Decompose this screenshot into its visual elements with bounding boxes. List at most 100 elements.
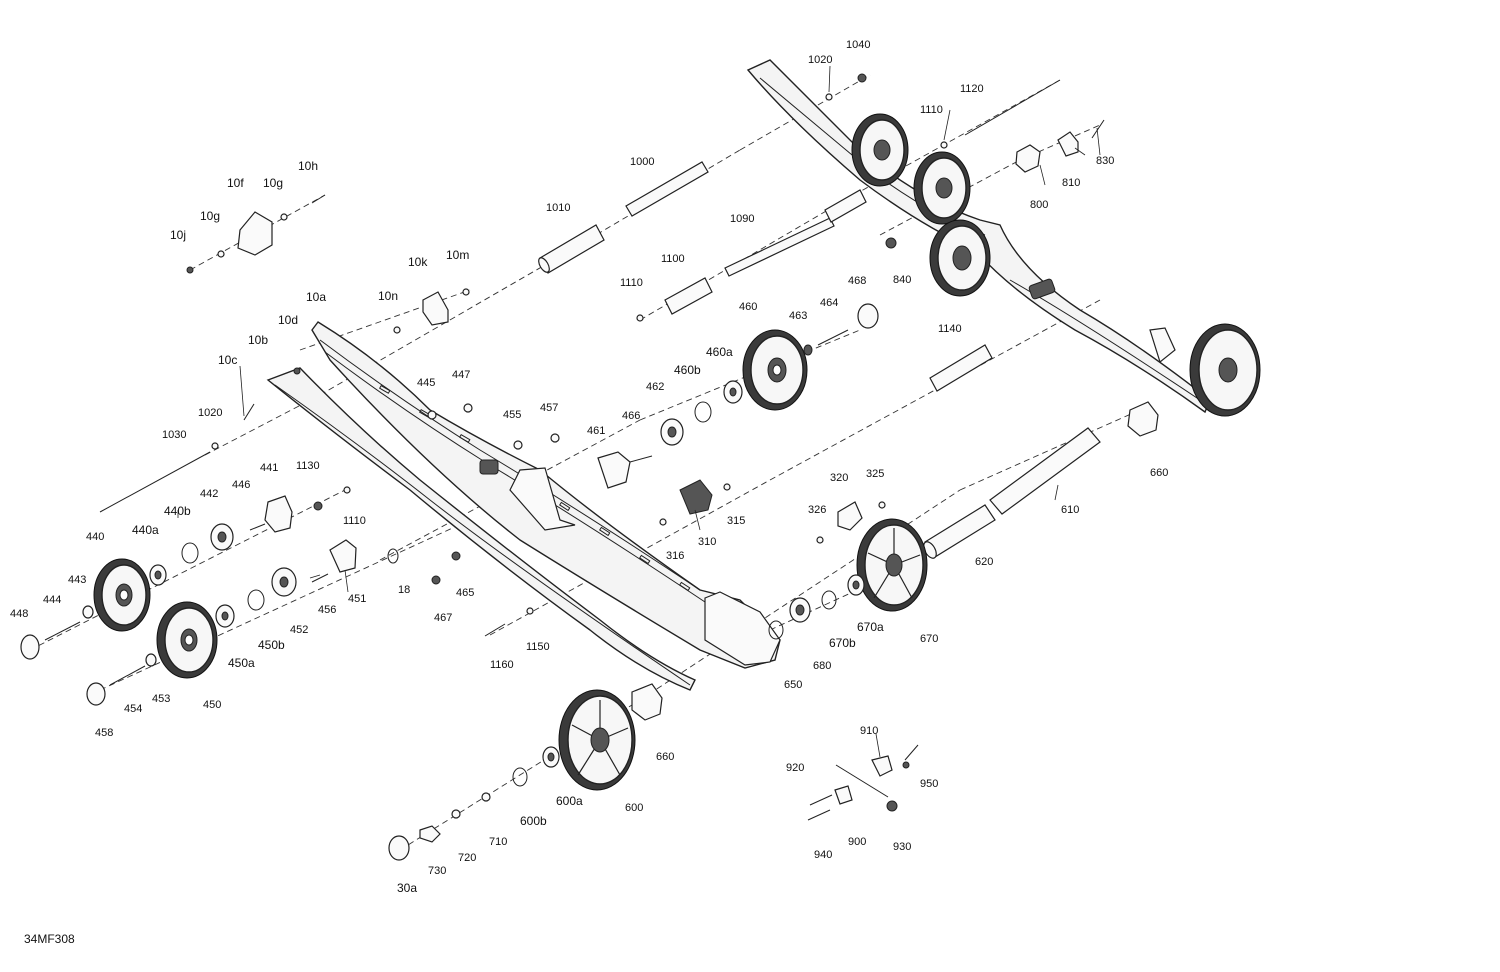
label-448: 448 (10, 608, 28, 620)
label-800: 800 (1030, 199, 1048, 211)
label-440a: 440a (132, 523, 159, 537)
diagram-id: 34MF308 (24, 932, 75, 946)
label-840: 840 (893, 274, 911, 286)
label-730: 730 (428, 865, 446, 877)
label-600b: 600b (520, 814, 547, 828)
label-444: 444 (43, 594, 61, 606)
label-10m: 10m (446, 248, 469, 262)
label-10f: 10f (227, 176, 244, 190)
label-10h: 10h (298, 159, 318, 173)
label-451: 451 (348, 593, 366, 605)
label-10c: 10c (218, 353, 237, 367)
label-1020-b: 1020 (198, 407, 222, 419)
label-450a: 450a (228, 656, 255, 670)
label-660-b: 660 (656, 751, 674, 763)
label-452: 452 (290, 624, 308, 636)
label-1020: 1020 (808, 54, 832, 66)
label-455: 455 (503, 409, 521, 421)
label-461: 461 (587, 425, 605, 437)
label-950: 950 (920, 778, 938, 790)
label-18: 18 (398, 584, 410, 596)
label-680: 680 (813, 660, 831, 672)
label-10n: 10n (378, 289, 398, 303)
label-454: 454 (124, 703, 142, 715)
label-1150: 1150 (526, 641, 550, 653)
label-467: 467 (434, 612, 452, 624)
label-920: 920 (786, 762, 804, 774)
shafts (99, 79, 1101, 559)
label-316: 316 (666, 550, 684, 562)
label-456: 456 (318, 604, 336, 616)
wheel-670 (856, 518, 928, 612)
label-10k: 10k (408, 255, 428, 269)
label-710: 710 (489, 836, 507, 848)
hardware (20, 73, 1159, 861)
label-460b: 460b (674, 363, 701, 377)
label-1160: 1160 (490, 659, 514, 671)
label-326: 326 (808, 504, 826, 516)
label-670b: 670b (829, 636, 856, 650)
label-1100: 1100 (661, 253, 685, 265)
label-441: 441 (260, 462, 278, 474)
wheel-440 (93, 558, 151, 632)
label-900: 900 (848, 836, 866, 848)
label-465: 465 (456, 587, 474, 599)
label-320: 320 (830, 472, 848, 484)
label-10g: 10g (263, 176, 283, 190)
label-610: 610 (1061, 504, 1079, 516)
wheel-rear-upper-2 (913, 151, 971, 225)
label-443: 443 (68, 574, 86, 586)
label-600a: 600a (556, 794, 583, 808)
label-660: 660 (1150, 467, 1168, 479)
label-1040: 1040 (846, 39, 870, 51)
label-1140: 1140 (938, 323, 962, 335)
label-30a: 30a (397, 881, 417, 895)
label-450b: 450b (258, 638, 285, 652)
label-440: 440 (86, 531, 104, 543)
label-670a: 670a (857, 620, 884, 634)
label-450: 450 (203, 699, 221, 711)
label-315: 315 (727, 515, 745, 527)
label-10a: 10a (306, 290, 326, 304)
wheel-450 (156, 601, 218, 679)
label-457: 457 (540, 402, 558, 414)
label-600: 600 (625, 802, 643, 814)
tensioner-subassembly (807, 744, 919, 821)
rail-slots (378, 384, 691, 592)
wheels (93, 113, 1261, 791)
label-310: 310 (698, 536, 716, 548)
label-10d: 10d (278, 313, 298, 327)
wheel-rear-middle (929, 219, 991, 297)
label-460: 460 (739, 301, 757, 313)
label-1010: 1010 (546, 202, 570, 214)
label-458: 458 (95, 727, 113, 739)
label-1110-c: 1110 (343, 515, 366, 527)
label-460a: 460a (706, 345, 733, 359)
label-1090: 1090 (730, 213, 754, 225)
wheel-rear-upper-1 (851, 113, 909, 187)
slide-10b (266, 367, 696, 691)
label-650: 650 (784, 679, 802, 691)
label-1130: 1130 (296, 460, 320, 472)
label-670: 670 (920, 633, 938, 645)
label-1120: 1120 (960, 83, 984, 95)
wheel-600 (558, 689, 636, 791)
label-10j: 10j (170, 228, 186, 242)
part-labels: 1040 1020 1120 1110 830 810 800 840 10h … (10, 39, 1168, 895)
label-468: 468 (848, 275, 866, 287)
label-910: 910 (860, 725, 878, 737)
label-440b: 440b (164, 504, 191, 518)
wheel-rear-end (1189, 323, 1261, 417)
label-462: 462 (646, 381, 664, 393)
left-rail-assembly (311, 321, 781, 669)
leader-lines (177, 65, 1101, 758)
label-10b: 10b (248, 333, 268, 347)
label-810: 810 (1062, 177, 1080, 189)
label-1110: 1110 (920, 104, 943, 116)
label-463: 463 (789, 310, 807, 322)
label-10g-2: 10g (200, 209, 220, 223)
label-447: 447 (452, 369, 470, 381)
label-1030: 1030 (162, 429, 186, 441)
wheel-460 (742, 329, 808, 411)
